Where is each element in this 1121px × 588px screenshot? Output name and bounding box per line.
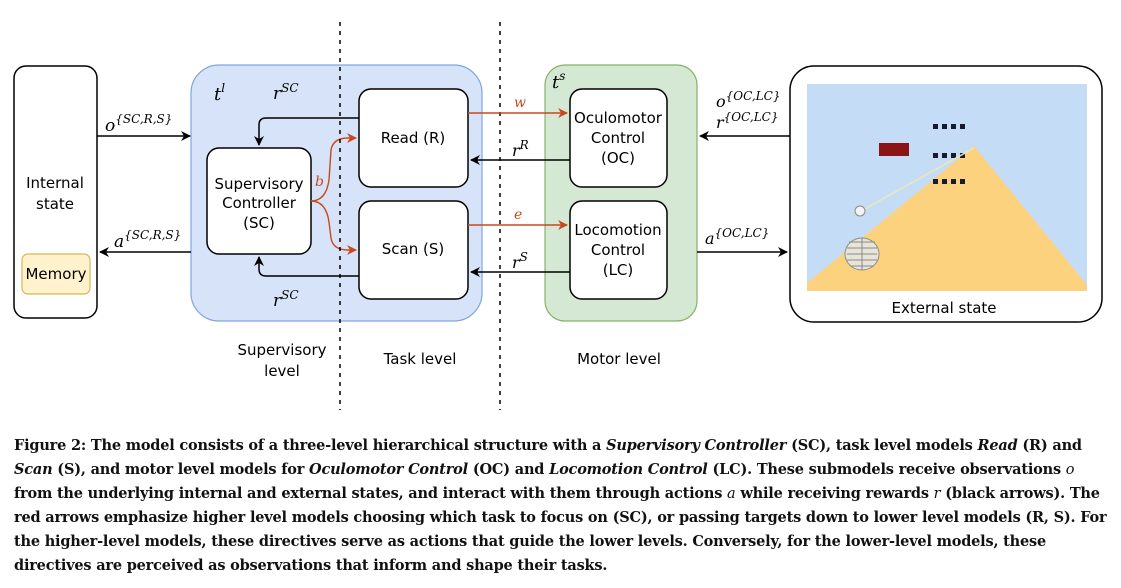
reward-sc-bottom-label: rSC (273, 288, 299, 311)
scan-model-label: Scan (S) (382, 240, 444, 258)
level-label-supervisory-line1: Supervisory (237, 341, 326, 359)
caption-text: (R) and (1017, 437, 1082, 454)
level-label-supervisory-line2: level (264, 362, 300, 380)
caption-var-o: o (1065, 462, 1075, 478)
lc-label-line1: Locomotion (574, 221, 661, 239)
lc-label-line2: Control (591, 241, 645, 259)
internal-state-label-line2: state (36, 195, 74, 213)
action-external-label: a{OC,LC} (705, 226, 769, 248)
scene-markers-icon (933, 124, 965, 184)
caption-text: (SC), task level models (786, 437, 978, 454)
external-state-box: External state (789, 65, 1103, 323)
reward-r-read-label: rR (512, 138, 529, 160)
caption-term-sc: Supervisory Controller (606, 437, 787, 454)
scan-model-box (358, 200, 469, 300)
action-internal-label: a{SC,R,S} (114, 228, 181, 252)
caption-term-scan: Scan (14, 461, 53, 478)
supervisory-controller-label-line2: Controller (222, 194, 297, 212)
caption-text: from the underlying internal and externa… (14, 485, 728, 502)
observation-external-label: o{OC,LC} (716, 89, 780, 111)
reward-sc-top-label: rSC (273, 81, 299, 104)
locomotion-control-box (569, 200, 668, 300)
sc-choose-scan-arrow (310, 200, 357, 255)
reward-external-label: r{OC,LC} (716, 110, 778, 132)
caption-term-read: Read (977, 437, 1018, 454)
timescale-tl: tl (214, 81, 225, 105)
oc-label-line1: Oculomotor (574, 109, 663, 127)
choice-b-label: b (315, 174, 324, 190)
memory-box (21, 253, 91, 295)
supervisory-controller-label-line3: (SC) (243, 214, 275, 232)
target-e-label: e (514, 207, 522, 223)
caption-term-lc: Locomotion Control (549, 461, 708, 478)
scene-red-block (879, 143, 909, 156)
timescale-ts: ts (552, 69, 565, 93)
oc-label-line3: (OC) (601, 149, 635, 167)
memory-label: Memory (25, 265, 86, 283)
observation-internal-label: o{SC,R,S} (105, 112, 172, 136)
caption-var-a: a (727, 486, 736, 502)
caption-text: Figure 2: The model consists of a three-… (14, 437, 607, 454)
caption-text: (S), and motor level models for (52, 461, 310, 478)
external-state-label: External state (892, 299, 997, 317)
caption-text: while receiving rewards (735, 485, 934, 502)
supervisory-controller-label-line1: Supervisory (214, 175, 303, 193)
reward-r-scan-label: rS (512, 250, 528, 272)
oculomotor-control-box (569, 88, 668, 188)
caption-var-r: r (933, 486, 941, 502)
figure-caption: Figure 2: The model consists of a three-… (14, 434, 1109, 578)
read-model-box (358, 88, 469, 188)
caption-text: (black arrows). The red arrows emphasize… (14, 485, 1107, 574)
target-w-label: w (514, 95, 526, 111)
caption-text: (LC). These submodels receive observatio… (707, 461, 1066, 478)
reward-sc-bottom-arrow (254, 256, 359, 277)
scene-agent-icon (844, 237, 880, 271)
level-label-task: Task level (383, 350, 457, 368)
read-model-label: Read (R) (381, 129, 446, 147)
sc-choose-read-arrow (310, 133, 357, 202)
oc-label-line2: Control (591, 129, 645, 147)
scene-eye-icon (854, 205, 866, 217)
caption-text: (OC) and (467, 461, 550, 478)
caption-term-oc: Oculomotor Control (309, 461, 468, 478)
internal-state-label-line1: Internal (26, 174, 84, 192)
reward-sc-top-arrow (254, 117, 359, 146)
lc-label-line3: (LC) (603, 261, 634, 279)
model-diagram: Internal state Memory tl Supervisory Con… (13, 22, 1103, 410)
scene-gaze-line (860, 147, 975, 212)
level-label-motor: Motor level (577, 350, 661, 368)
internal-state-box: Internal state Memory (13, 65, 98, 319)
